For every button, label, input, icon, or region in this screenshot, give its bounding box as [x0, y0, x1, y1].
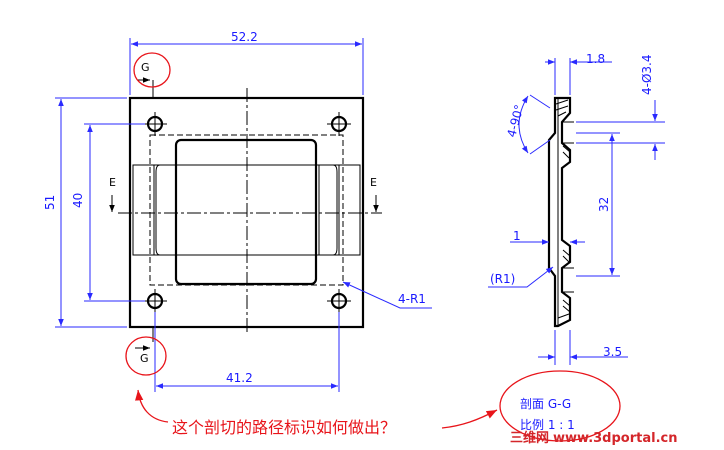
dim-4-holes: 4-Ø3.4 — [640, 55, 654, 96]
dim-1-8: 1.8 — [586, 52, 605, 66]
red-circle-top-g — [133, 52, 171, 88]
dim-32: 32 — [597, 197, 611, 212]
watermark-url: www.3dportal.cn — [553, 431, 677, 446]
dim-height-40: 40 — [71, 193, 85, 208]
dim-angle-4-90: 4-90° — [504, 103, 526, 139]
dim-3-5: 3.5 — [603, 345, 622, 359]
section-view: 1.8 4-Ø3.4 4-90° 32 1 (R1) 3.5 — [488, 52, 665, 365]
front-view: E E G G 52.2 51 40 41.2 4-R1 — [43, 30, 432, 392]
section-label-line1: 剖面 G-G — [520, 397, 571, 411]
section-e-left-label: E — [109, 176, 116, 189]
section-g-bottom-label: G — [140, 352, 149, 365]
dim-1: 1 — [513, 229, 521, 243]
section-label-line2: 比例 1 : 1 — [520, 418, 575, 432]
section-g-top-label: G — [141, 61, 150, 74]
question-text: 这个剖切的路径标识如何做出？ — [172, 418, 396, 437]
callout-4-r1: 4-R1 — [398, 292, 426, 306]
red-circle-bottom-g — [125, 336, 167, 376]
red-arrow-left — [135, 389, 169, 423]
dim-height-51: 51 — [43, 195, 57, 210]
dim-bottom-41-2: 41.2 — [226, 371, 253, 385]
dim-width-52-2: 52.2 — [231, 30, 258, 44]
watermark: 三维网 www.3dportal.cn — [510, 430, 677, 446]
section-label: 剖面 G-G 比例 1 : 1 — [499, 370, 621, 442]
pocket-outline — [174, 138, 318, 286]
watermark-brand: 三维网 — [510, 430, 549, 446]
red-arrow-right — [441, 409, 498, 429]
red-circle-section-label — [499, 370, 621, 442]
section-e-right-label: E — [370, 176, 377, 189]
dim-r1: (R1) — [490, 272, 515, 286]
